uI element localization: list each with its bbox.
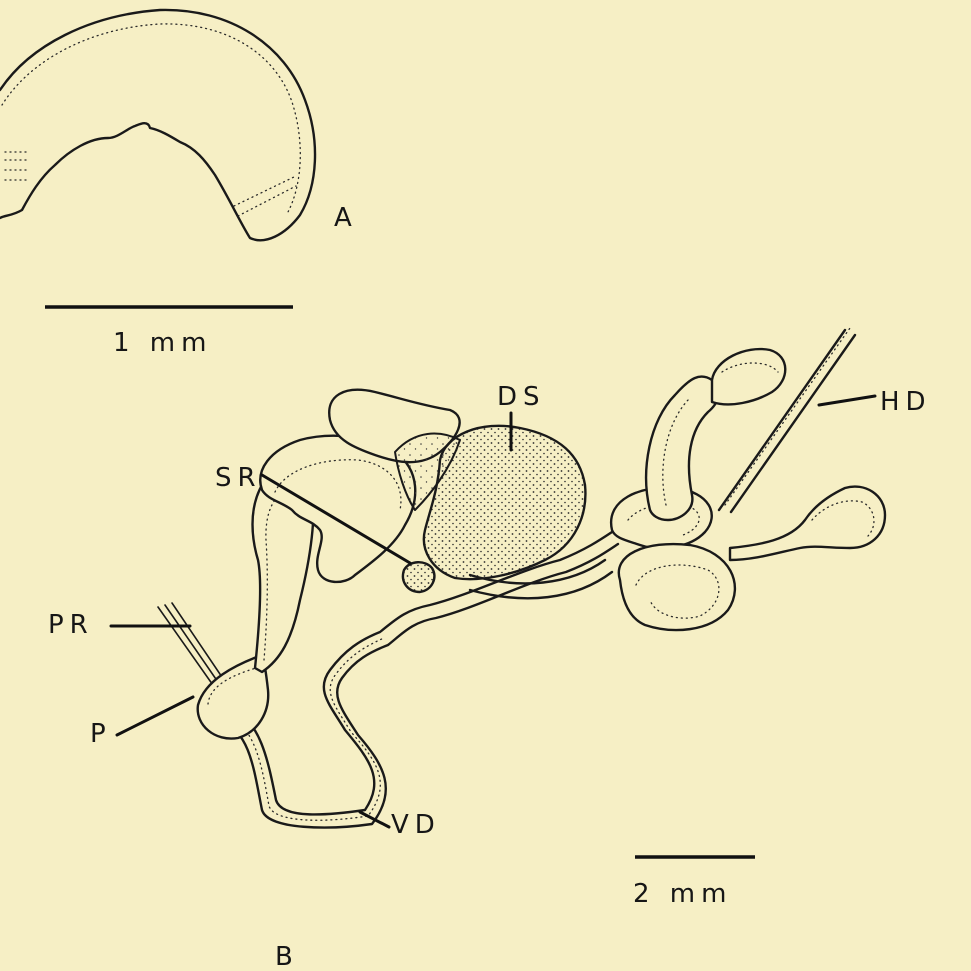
scale-label-1mm: 1 mm xyxy=(113,328,212,358)
label-sr: SR xyxy=(215,463,262,493)
structure-a-inner-contour xyxy=(2,24,300,212)
label-p: P xyxy=(90,719,112,749)
panel-b-drawing: DS SR HD PR P VD 2 mm B xyxy=(48,328,932,971)
albumen-gland-upper xyxy=(712,349,785,404)
terminal-bulb xyxy=(730,487,885,560)
structure-a-hatching xyxy=(5,152,30,180)
scale-label-2mm: 2 mm xyxy=(633,879,732,909)
label-vd: VD xyxy=(391,810,441,840)
spermatheca-reservoir xyxy=(403,562,434,592)
label-ds: DS xyxy=(497,382,546,412)
panel-a-drawing: A 1 mm xyxy=(0,10,358,358)
panel-a-label: A xyxy=(334,203,358,233)
structure-a-outline xyxy=(0,10,315,240)
panel-b-label: B xyxy=(275,942,299,971)
label-hd: HD xyxy=(880,387,932,417)
label-pr: PR xyxy=(48,610,94,640)
penial-retractor-strands xyxy=(158,603,226,688)
albumen-gland-loop xyxy=(646,376,718,520)
structure-a-band xyxy=(234,176,296,216)
